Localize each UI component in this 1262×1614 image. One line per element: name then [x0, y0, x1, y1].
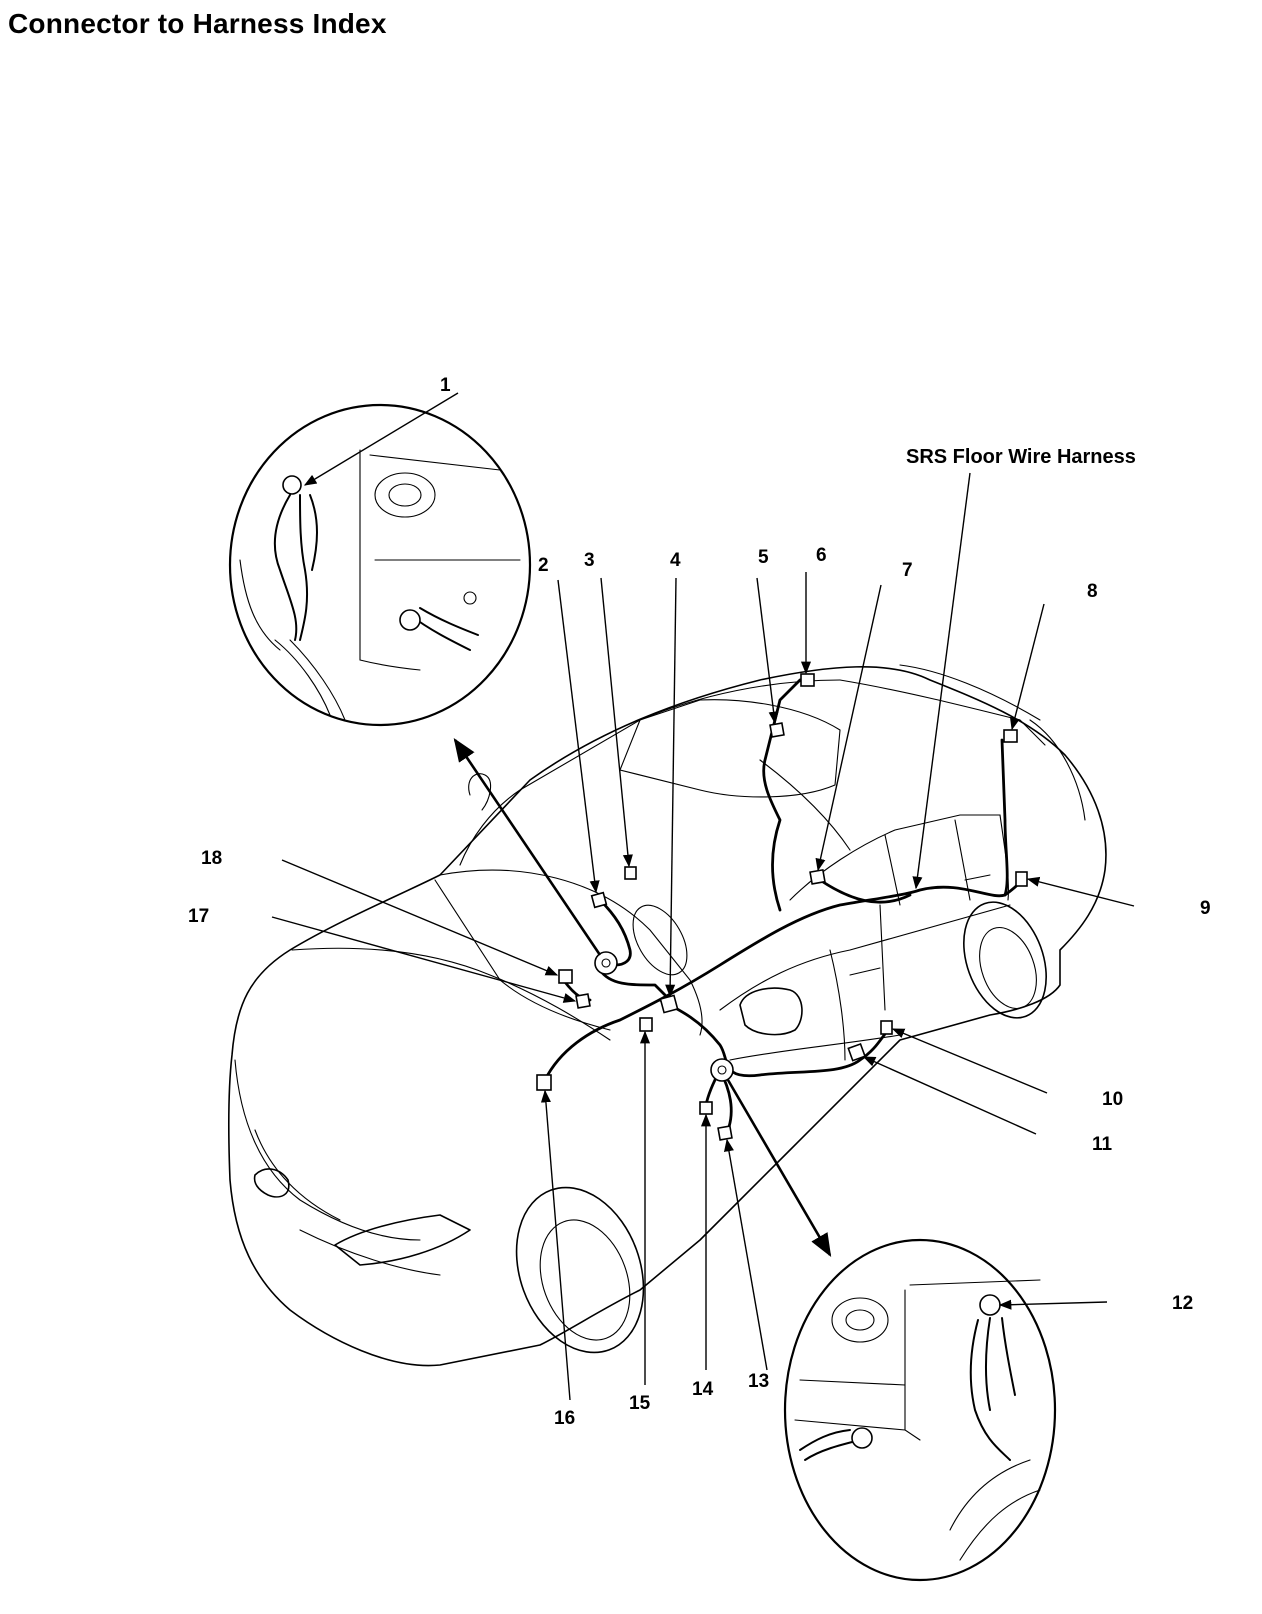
callout-6: 6: [816, 545, 827, 566]
connector-3: [624, 866, 637, 880]
callout-8: 8: [1087, 581, 1098, 602]
detail-view-upper: [228, 403, 532, 727]
grommet-side: [710, 1058, 734, 1082]
leader-lines: [271, 392, 1135, 1401]
callout-2: 2: [538, 555, 549, 576]
callout-10: 10: [1102, 1089, 1123, 1110]
connector-17: [575, 993, 591, 1009]
connector-14: [699, 1101, 713, 1115]
connector-7: [809, 868, 826, 885]
connector-4: [659, 994, 679, 1014]
connector-2: [590, 891, 608, 909]
connector-9: [1015, 871, 1028, 887]
callout-16: 16: [554, 1408, 575, 1429]
connector-10: [880, 1020, 893, 1035]
callout-15: 15: [629, 1393, 651, 1414]
callout-9: 9: [1200, 898, 1211, 919]
connectors: [536, 673, 1028, 1141]
car-body: [227, 664, 1107, 1367]
callout-14: 14: [692, 1379, 714, 1400]
connector-16: [536, 1074, 552, 1091]
callout-18: 18: [201, 848, 222, 869]
page-title: Connector to Harness Index: [8, 8, 387, 39]
grommet-front: [594, 951, 618, 975]
connector-6: [800, 673, 815, 687]
connector-11: [847, 1042, 866, 1062]
connector-15: [639, 1017, 653, 1032]
callout-7: 7: [902, 560, 913, 581]
callout-4: 4: [670, 550, 681, 571]
callout-17: 17: [188, 906, 209, 927]
detail-view-lower: [783, 1238, 1057, 1582]
callout-1: 1: [440, 375, 451, 396]
srs-floor-wire-harness: [543, 678, 1024, 1132]
callout-5: 5: [758, 547, 769, 568]
connector-13: [717, 1125, 733, 1141]
callout-3: 3: [584, 550, 595, 571]
callout-12: 12: [1172, 1293, 1193, 1314]
callout-labels: 1 2 3 4 5 6 7 8 9 10 11 12 13 14 15 16 1…: [188, 375, 1211, 1429]
connector-18: [558, 969, 573, 984]
harness-label: SRS Floor Wire Harness: [906, 446, 1136, 468]
connector-5: [769, 722, 785, 738]
callout-11: 11: [1092, 1134, 1113, 1155]
connector-8: [1003, 729, 1018, 743]
detail-link-arrows: [453, 738, 832, 1258]
callout-13: 13: [748, 1371, 769, 1392]
